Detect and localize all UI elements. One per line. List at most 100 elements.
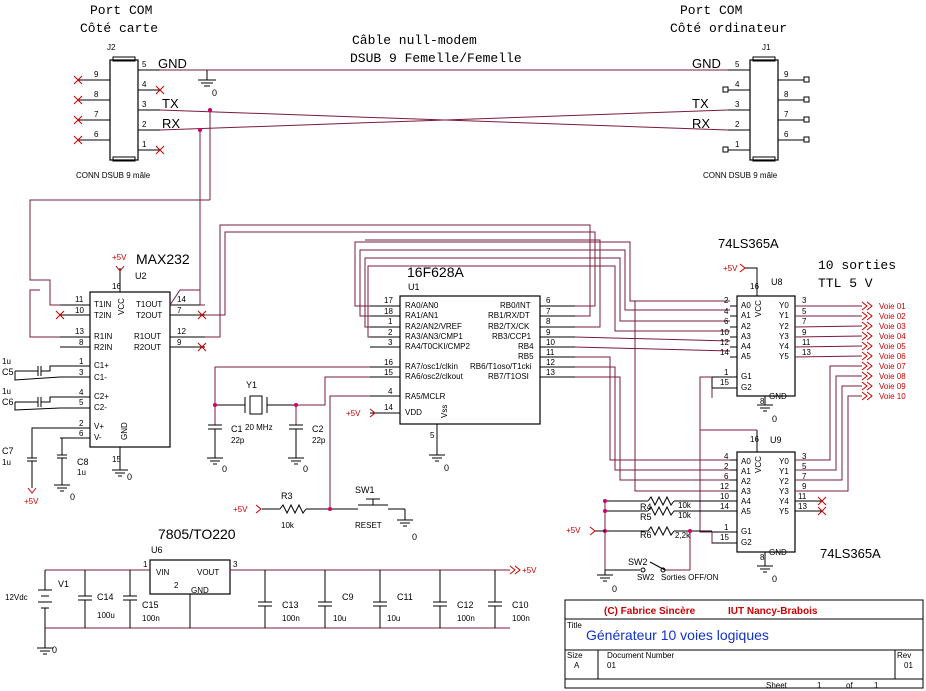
svg-text:2,2k: 2,2k [675,531,691,540]
svg-text:Title: Title [567,621,582,630]
svg-text:R2OUT: R2OUT [134,343,161,352]
output-voie-06: Voie 06 [879,352,906,361]
svg-text:5: 5 [735,60,740,69]
svg-text:9: 9 [546,328,551,337]
svg-text:R5: R5 [640,512,652,522]
output-voie-03: Voie 03 [879,322,906,331]
svg-text:RA4/T0CKI/CMP2: RA4/T0CKI/CMP2 [405,342,470,351]
outputs-heading-2: TTL 5 V [818,276,873,291]
svg-text:Y5: Y5 [779,352,789,361]
svg-text:15: 15 [384,368,393,377]
svg-text:C8: C8 [77,457,89,467]
output-voie-05: Voie 05 [879,342,906,351]
svg-text:13: 13 [75,327,84,336]
outputs-heading-1: 10 sorties [818,258,896,273]
svg-text:RB2/TX/CK: RB2/TX/CK [488,322,530,331]
svg-text:1: 1 [724,523,729,532]
svg-text:Y4: Y4 [779,342,789,351]
svg-text:6: 6 [724,317,729,326]
svg-text:0: 0 [772,574,777,584]
svg-text:Y0: Y0 [779,301,789,310]
svg-text:100u: 100u [97,611,115,620]
svg-text:Y2: Y2 [779,322,789,331]
svg-text:A1: A1 [741,311,751,320]
svg-text:14: 14 [177,295,186,304]
svg-text:11: 11 [546,348,555,357]
svg-text:0: 0 [412,532,417,542]
svg-text:2: 2 [388,328,393,337]
svg-text:10k: 10k [678,501,692,510]
svg-text:0: 0 [303,464,308,474]
svg-text:9: 9 [177,338,182,347]
svg-text:3: 3 [735,100,740,109]
svg-text:8: 8 [79,338,84,347]
enable-circuit: R4 10k R5 10k R6 2,2k +5V 0 SW2 SW2 Sort… [566,495,730,594]
svg-text:C1: C1 [231,424,243,434]
svg-text:C14: C14 [97,592,114,602]
svg-text:RA5/MCLR: RA5/MCLR [405,392,446,401]
svg-text:18: 18 [384,307,393,316]
svg-text:5: 5 [802,462,807,471]
svg-text:10u: 10u [333,614,346,623]
svg-text:SW1: SW1 [355,485,375,495]
svg-text:C2-: C2- [94,403,107,412]
svg-text:A4: A4 [741,342,751,351]
max232-caps: 1u C5 1u C6 +5V C7 1u 0 C8 1u [2,357,89,506]
svg-text:VCC: VCC [754,456,763,473]
svg-text:1u: 1u [2,458,11,467]
svg-text:SW2: SW2 [637,573,655,582]
svg-text:14: 14 [720,502,729,511]
svg-text:7: 7 [546,307,551,316]
svg-text:T2IN: T2IN [94,311,112,320]
svg-text:7: 7 [177,306,182,315]
svg-text:15: 15 [720,378,729,387]
svg-text:RB6/T1oso/T1cki: RB6/T1oso/T1cki [470,362,532,371]
svg-text:SW2: SW2 [628,557,648,567]
svg-text:R1OUT: R1OUT [134,332,161,341]
svg-text:16: 16 [112,282,121,291]
com-card-heading-2: Côté carte [80,21,158,36]
u9-ref: U9 [770,435,782,445]
svg-text:7: 7 [802,472,807,481]
svg-text:C9: C9 [342,592,354,602]
svg-text:RB5: RB5 [518,352,534,361]
j2-rx-label: RX [162,116,180,131]
svg-text:0: 0 [222,464,227,474]
svg-text:6: 6 [784,130,789,139]
svg-text:of: of [846,681,853,690]
svg-text:10: 10 [720,492,729,501]
j1-tx-label: TX [692,96,709,111]
connector-j1: J1 CONN DSUB 9 mâle 5 4 3 2 1 9 8 7 6 GN… [692,43,810,180]
svg-text:C5: C5 [2,367,14,377]
j1-caption: CONN DSUB 9 mâle [703,171,778,180]
svg-text:4: 4 [724,307,729,316]
svg-text:VCC: VCC [754,300,763,317]
svg-text:A3: A3 [741,332,751,341]
svg-text:Y3: Y3 [779,487,789,496]
svg-text:U6: U6 [151,545,163,555]
regulator-title: 7805/TO220 [158,526,236,542]
svg-text:14: 14 [720,348,729,357]
svg-text:C11: C11 [397,592,413,602]
svg-text:12: 12 [177,327,186,336]
svg-text:4: 4 [79,388,84,397]
svg-text:1u: 1u [2,357,11,366]
svg-text:Document Number: Document Number [607,651,674,660]
svg-text:8: 8 [94,90,99,99]
svg-text:1: 1 [724,368,729,377]
svg-text:15: 15 [112,455,121,464]
svg-text:VDD: VDD [405,408,422,417]
svg-text:RB3/CCP1: RB3/CCP1 [492,332,532,341]
svg-text:A4: A4 [741,497,751,506]
svg-text:2: 2 [724,462,729,471]
svg-text:22p: 22p [312,436,326,445]
svg-text:R6: R6 [640,530,652,540]
svg-text:10: 10 [75,306,84,315]
svg-text:A3: A3 [741,487,751,496]
max232-ref: U2 [135,271,147,281]
svg-text:10: 10 [720,328,729,337]
svg-text:11: 11 [802,338,811,347]
svg-text:Y2: Y2 [779,477,789,486]
svg-text:Y3: Y3 [779,332,789,341]
